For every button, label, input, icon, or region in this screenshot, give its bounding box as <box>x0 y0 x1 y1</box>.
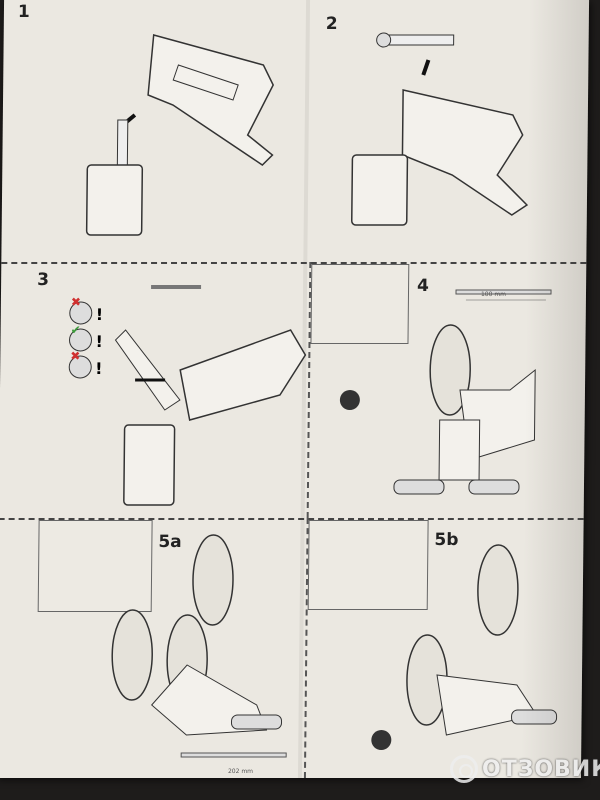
step-5b-illustration <box>371 544 558 750</box>
dimension-202mm: 202 mm <box>227 768 254 775</box>
step-3-illustration: ✖ ✔ ✖ !!! <box>68 285 307 506</box>
watermark-logo-icon <box>450 755 478 783</box>
watermark-text: ОТЗОВИК <box>482 756 600 782</box>
step-2-illustration <box>351 32 529 226</box>
step-1-label: 1 <box>17 2 30 22</box>
instruction-sheet: 1 2 3 4 5a 5b ✖ ✔ ✖ !!! <box>0 0 589 778</box>
svg-text:✖: ✖ <box>71 295 81 309</box>
watermark: ОТЗОВИК <box>450 755 600 783</box>
svg-text:!: ! <box>95 332 102 351</box>
step-2-label: 2 <box>325 14 338 34</box>
divider-row-1 <box>1 262 587 264</box>
correct-incorrect-icons: ✖ ✔ ✖ !!! <box>68 295 103 379</box>
svg-text:!: ! <box>96 305 103 324</box>
step-4-illustration <box>339 289 552 495</box>
dimension-100mm: 100 mm <box>480 291 507 298</box>
svg-text:!: ! <box>95 359 102 378</box>
step-1-illustration <box>85 34 275 236</box>
svg-text:✖: ✖ <box>70 349 80 363</box>
svg-text:✔: ✔ <box>71 323 81 337</box>
step-5a-illustration <box>111 534 287 758</box>
